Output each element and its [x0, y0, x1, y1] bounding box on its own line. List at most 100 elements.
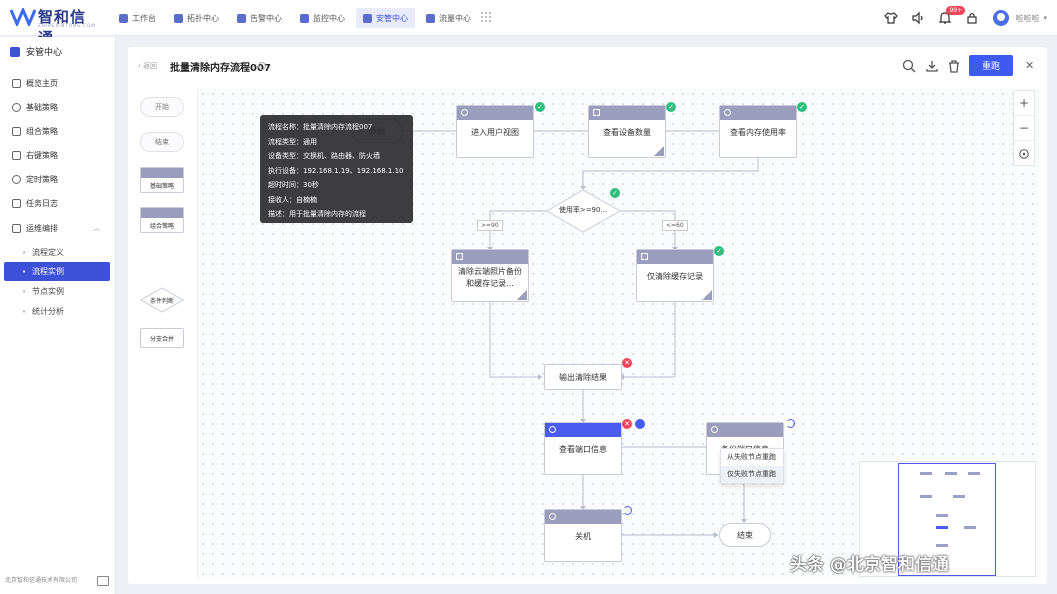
- delete-icon[interactable]: [947, 59, 961, 73]
- back-link[interactable]: ‹ 返回: [138, 62, 158, 70]
- palette-basic-policy[interactable]: 基础策略: [140, 167, 184, 193]
- sidebar-item-overview[interactable]: 概览主页: [12, 78, 58, 89]
- monitor-icon: [300, 13, 309, 23]
- gear-icon: [549, 513, 556, 520]
- tooltip-row: 超时时间：30秒: [268, 181, 319, 189]
- minimap-node: [968, 472, 980, 475]
- logo[interactable]: 智和信通 ZHIHEXINTONG.COM: [10, 6, 100, 47]
- flow-edges: [403, 128, 759, 538]
- flow-node-device-count[interactable]: 查看设备数量: [588, 105, 666, 158]
- lock-icon[interactable]: [965, 11, 979, 25]
- palette-start-node[interactable]: 开始: [140, 97, 184, 117]
- log-icon: [12, 199, 21, 208]
- username[interactable]: 啦啦啦: [1015, 13, 1040, 23]
- success-check-icon: ✓: [797, 102, 807, 112]
- nav-tab-monitor[interactable]: 监控中心: [293, 8, 352, 28]
- flow-node-enter-user-view[interactable]: 进入用户视图: [456, 105, 534, 158]
- error-x-icon: ✕: [622, 419, 632, 429]
- minimap-viewport[interactable]: [898, 463, 996, 576]
- nav-tab-security[interactable]: 安管中心: [356, 8, 415, 28]
- traffic-icon: [426, 13, 435, 23]
- minimap-node: [936, 544, 948, 547]
- minimap-node: [945, 472, 957, 475]
- flow-end-node[interactable]: 结束: [719, 523, 771, 547]
- sidebar-item-combo-policy[interactable]: 组合策略: [12, 126, 58, 137]
- nav-tab-traffic[interactable]: 流量中心: [419, 8, 478, 28]
- palette-end-node[interactable]: 结束: [140, 132, 184, 152]
- flow-node-shutdown[interactable]: 关机: [544, 509, 622, 562]
- loading-spinner-icon: [786, 419, 795, 428]
- palette-condition[interactable]: 条件判断: [139, 287, 185, 313]
- flow-node-clear-cloud-backup[interactable]: 清除云端照片备份和缓存记录...: [451, 249, 529, 302]
- minimap-node: [936, 526, 948, 529]
- sidebar-item-basic-policy[interactable]: 基础策略: [12, 102, 58, 113]
- zoom-in-icon[interactable]: +: [1014, 91, 1034, 116]
- sidebar-item-rightclick-policy[interactable]: 右键策略: [12, 150, 58, 161]
- theme-shirt-icon[interactable]: [884, 11, 899, 25]
- home-icon: [119, 13, 128, 23]
- sidebar-subitem-flow-instance[interactable]: 流程实例: [4, 262, 110, 281]
- flow-node-view-port-info[interactable]: 查看端口信息: [544, 422, 622, 475]
- flow-decision-label[interactable]: 使用率>=90...: [558, 206, 608, 214]
- success-check-icon: ✓: [666, 102, 676, 112]
- tooltip-row: 流程名称：批量清除内存流程007: [268, 123, 373, 131]
- tooltip-row: 设备类型：交换机、路由器、防火墙: [268, 152, 380, 160]
- info-icon[interactable]: [258, 62, 266, 70]
- sidebar: 安管中心 概览主页 基础策略 组合策略 右键策略 定时策略 任务日志 运维编排︿…: [0, 37, 116, 594]
- combo-corner-icon: [702, 290, 712, 300]
- main-nav: 工作台 拓扑中心 告警中心 监控中心 安管中心 流量中心: [112, 8, 482, 28]
- minimap-node: [953, 495, 965, 498]
- success-check-icon: ✓: [535, 102, 545, 112]
- page-title: 批量清除内存流程007: [170, 63, 271, 74]
- apps-grid-icon[interactable]: [481, 12, 491, 22]
- flow-info-tooltip: 流程名称：批量清除内存流程007 流程类型：通用 设备类型：交换机、路由器、防火…: [260, 115, 413, 223]
- watermark-text: 头条 @北京智和信通: [790, 555, 949, 575]
- sidebar-item-orchestration[interactable]: 运维编排︿: [12, 223, 108, 234]
- minimap[interactable]: [859, 461, 1036, 577]
- nav-tab-topology[interactable]: 拓扑中心: [167, 8, 226, 28]
- topology-icon: [174, 13, 183, 23]
- combo-icon: [593, 109, 600, 116]
- avatar[interactable]: [993, 10, 1010, 26]
- minimap-node: [964, 526, 976, 529]
- chevron-down-icon[interactable]: ▾: [1043, 14, 1047, 22]
- sidebar-subitem-statistics[interactable]: 统计分析: [4, 302, 110, 321]
- download-icon[interactable]: [925, 59, 939, 73]
- menu-item-rerun-from-failed[interactable]: 从失败节点重跑: [727, 453, 776, 461]
- rerun-context-menu: 从失败节点重跑 仅失败节点重跑: [720, 448, 784, 484]
- gear-icon: [549, 426, 556, 433]
- sidebar-subitem-node-instance[interactable]: 节点实例: [4, 282, 110, 301]
- gear-icon: [12, 103, 21, 112]
- flow-node-clear-cache[interactable]: 仅清除缓存记录: [636, 249, 714, 302]
- node-palette: 开始 结束 基础策略 组合策略 条件判断 分支合并: [128, 89, 198, 579]
- chevron-up-icon: ︿: [93, 224, 100, 232]
- edge-label-le60: <=60: [662, 220, 688, 231]
- speaker-icon[interactable]: [911, 11, 925, 25]
- sidebar-subitem-flow-definition[interactable]: 流程定义: [4, 243, 110, 262]
- sidebar-item-task-log[interactable]: 任务日志: [12, 198, 58, 209]
- fit-view-icon[interactable]: [1014, 141, 1034, 166]
- decision-node-shape: [546, 189, 622, 233]
- bell-icon[interactable]: 99+: [938, 6, 966, 25]
- nav-tab-workbench[interactable]: 工作台: [112, 8, 163, 28]
- close-icon[interactable]: ✕: [1025, 59, 1035, 72]
- rerun-button[interactable]: 重跑: [969, 55, 1013, 76]
- palette-combo-policy[interactable]: 组合策略: [140, 207, 184, 233]
- zoom-out-icon[interactable]: −: [1014, 116, 1034, 141]
- menu-item-rerun-failed-only[interactable]: 仅失败节点重跑: [721, 466, 783, 483]
- combo-icon: [456, 253, 463, 260]
- sidebar-item-timed-policy[interactable]: 定时策略: [12, 174, 58, 185]
- palette-branch-merge[interactable]: 分支合并: [140, 328, 184, 348]
- search-icon[interactable]: [902, 59, 916, 73]
- flow-node-memory-usage[interactable]: 查看内存使用率: [719, 105, 797, 158]
- nav-tab-alarm[interactable]: 告警中心: [230, 8, 289, 28]
- minimap-node: [936, 514, 948, 517]
- collapse-sidebar-icon[interactable]: [97, 576, 109, 586]
- minimap-node: [920, 495, 932, 498]
- shield-icon: [363, 13, 372, 23]
- flow-node-output-result[interactable]: 输出清除结果: [544, 364, 622, 390]
- top-bar: 智和信通 ZHIHEXINTONG.COM 工作台 拓扑中心 告警中心 监控中心…: [0, 0, 1057, 47]
- loading-spinner-icon: [623, 506, 632, 515]
- success-check-icon: ✓: [714, 246, 724, 256]
- tooltip-row: 接收人：自楠楠: [268, 195, 317, 204]
